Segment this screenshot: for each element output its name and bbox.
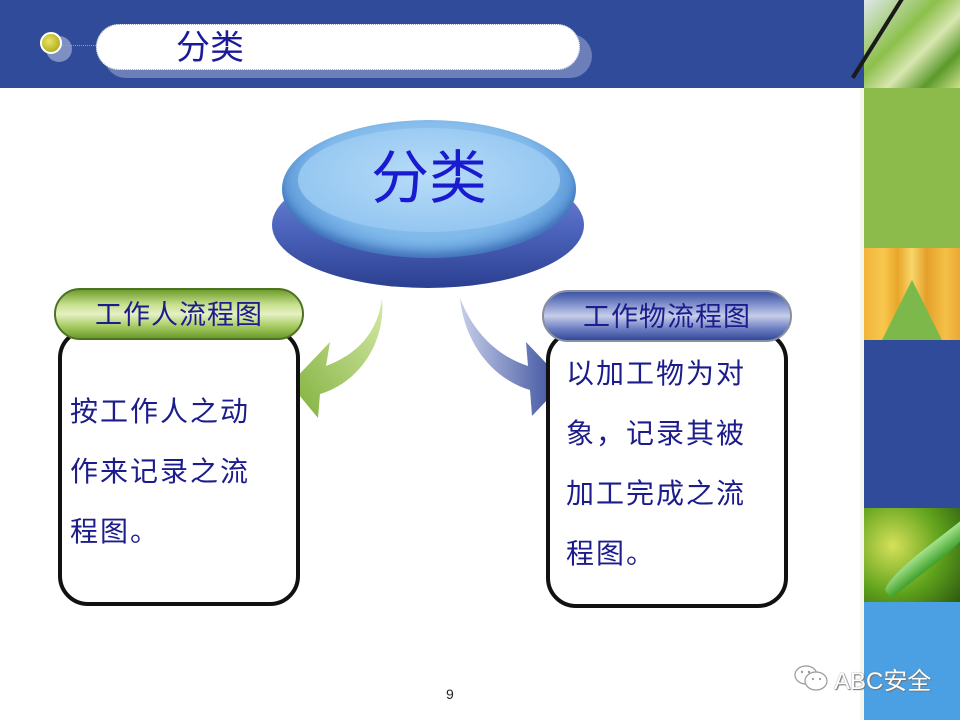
center-disc-label: 分类 [370, 144, 487, 212]
slide-title: 分类 [176, 28, 244, 68]
right-branch-card: 以加工物为对 象，记录其被 加工完成之流 程图。 [546, 330, 788, 608]
watermark: ABC安全 [792, 660, 931, 696]
text-line: 作来记录之流 [70, 455, 251, 488]
decor-photo-branch [864, 0, 960, 88]
bullet-connector [62, 45, 98, 46]
decor-lightblue-block [864, 602, 960, 720]
center-disc-face [298, 128, 560, 232]
decor-photo-tulip [864, 248, 960, 340]
text-line: 程图。 [70, 515, 161, 548]
left-branch-description: 按工作人之动 作来记录之流 程图。 [70, 382, 296, 562]
text-line: 按工作人之动 [70, 395, 251, 428]
decor-photo-leaf [864, 508, 960, 602]
decor-blue-block [864, 340, 960, 508]
text-line: 加工完成之流 [566, 477, 747, 510]
text-line: 象，记录其被 [566, 417, 747, 450]
text-line: 以加工物为对 [566, 357, 747, 390]
strip-divider [860, 88, 864, 720]
right-branch-description: 以加工物为对 象，记录其被 加工完成之流 程图。 [566, 344, 786, 584]
text-line: 程图。 [566, 537, 657, 570]
arrow-left-icon [290, 298, 383, 418]
watermark-text: ABC安全 [834, 667, 932, 695]
decor-green-block [864, 88, 960, 248]
left-branch-card: 按工作人之动 作来记录之流 程图。 [58, 328, 300, 606]
title-pill [96, 24, 580, 70]
right-branch-title: 工作物流程图 [542, 290, 792, 342]
page-number: 9 [446, 686, 454, 702]
bullet-icon [40, 32, 62, 54]
arrow-right-icon [460, 298, 564, 416]
left-branch-title: 工作人流程图 [54, 288, 304, 340]
wechat-icon [794, 665, 828, 691]
